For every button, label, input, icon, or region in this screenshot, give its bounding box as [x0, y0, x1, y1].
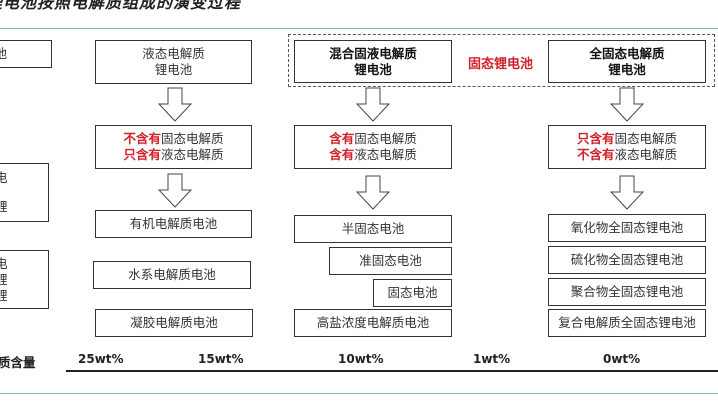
left-box-mid-text: 锂	[0, 198, 8, 214]
all-solid-header-line: 锂电池	[608, 61, 646, 77]
condition-rest: 液态电解质	[161, 147, 224, 162]
left-box-mid: 电 锂	[0, 163, 49, 222]
type-box: 复合电解质全固态锂电池	[548, 309, 706, 337]
left-box-low-text: 电	[0, 255, 8, 271]
solid-group-label: 固态锂电池	[468, 57, 534, 72]
condition-rest: 固态电解质	[354, 131, 417, 146]
all-solid-header-line: 全固态电解质	[589, 45, 665, 61]
axis-tick: 10wt%	[338, 352, 384, 366]
type-box: 固态电池	[373, 279, 452, 307]
left-box-low: 电 锂 锂	[0, 250, 49, 309]
down-arrow-icon	[610, 175, 644, 210]
down-arrow-icon	[356, 175, 390, 210]
condition-rest: 固态电解质	[161, 131, 224, 146]
condition-rest: 液态电解质	[614, 147, 678, 162]
liquid-condition: 不含有固态电解质 只含有液态电解质	[95, 125, 252, 169]
condition-line: 含有液态电解质	[329, 147, 417, 163]
down-arrow-icon	[356, 87, 390, 122]
down-arrow-icon	[158, 87, 192, 122]
down-arrow-icon	[158, 173, 192, 208]
condition-red: 含有	[329, 147, 355, 162]
axis-line	[66, 370, 718, 372]
condition-red: 不含有	[123, 131, 161, 146]
type-box: 有机电解质电池	[95, 210, 252, 238]
axis-tick: 25wt%	[78, 352, 124, 366]
condition-red: 只含有	[123, 147, 161, 162]
condition-rest: 液态电解质	[354, 147, 417, 162]
bottom-rule	[0, 393, 718, 394]
type-box: 准固态电池	[329, 247, 452, 275]
mixed-header: 混合固液电解质 锂电池	[294, 40, 452, 83]
axis-tick: 0wt%	[603, 352, 641, 366]
down-arrow-icon	[610, 87, 644, 122]
left-box-mid-text: 电	[0, 170, 8, 186]
left-box-low-text: 锂	[0, 287, 8, 303]
left-box-low-text: 锂	[0, 271, 8, 287]
mixed-header-line: 混合固液电解质	[329, 45, 417, 61]
condition-line: 含有固态电解质	[329, 131, 417, 147]
left-box-top: 池	[0, 40, 52, 68]
type-box: 聚合物全固态锂电池	[548, 278, 706, 306]
liquid-header-line: 液态电解质	[142, 46, 205, 61]
figure-title: 锂电池按照电解质组成的演变过程	[0, 0, 242, 12]
all-solid-condition: 只含有固态电解质 不含有液态电解质	[548, 125, 706, 169]
mixed-condition: 含有固态电解质 含有液态电解质	[294, 125, 452, 169]
solid-group-border	[288, 34, 715, 87]
type-box: 高盐浓度电解质电池	[294, 309, 452, 337]
all-solid-header: 全固态电解质 锂电池	[548, 40, 706, 83]
condition-rest: 固态电解质	[614, 131, 678, 146]
liquid-header: 液态电解质 锂电池	[95, 40, 252, 84]
top-rule	[0, 28, 718, 29]
condition-line: 不含有液态电解质	[577, 147, 677, 163]
mixed-header-line: 锂电池	[354, 61, 392, 77]
condition-line: 不含有固态电解质	[123, 131, 223, 147]
type-box: 硫化物全固态锂电池	[548, 246, 706, 274]
axis-tick: 1wt%	[473, 352, 511, 366]
type-box: 氧化物全固态锂电池	[548, 214, 706, 242]
type-box: 半固态电池	[294, 215, 452, 243]
liquid-header-line: 锂电池	[154, 62, 193, 77]
condition-red: 不含有	[576, 147, 615, 162]
condition-line: 只含有固态电解质	[577, 131, 677, 147]
axis-label: 质含量	[0, 355, 36, 370]
axis-tick: 15wt%	[198, 352, 244, 366]
type-box: 水系电解质电池	[93, 261, 251, 289]
condition-red: 含有	[329, 131, 355, 146]
left-box-top-text: 池	[0, 46, 7, 61]
condition-red: 只含有	[576, 131, 615, 146]
type-box: 凝胶电解质电池	[95, 309, 253, 337]
condition-line: 只含有液态电解质	[123, 147, 223, 163]
